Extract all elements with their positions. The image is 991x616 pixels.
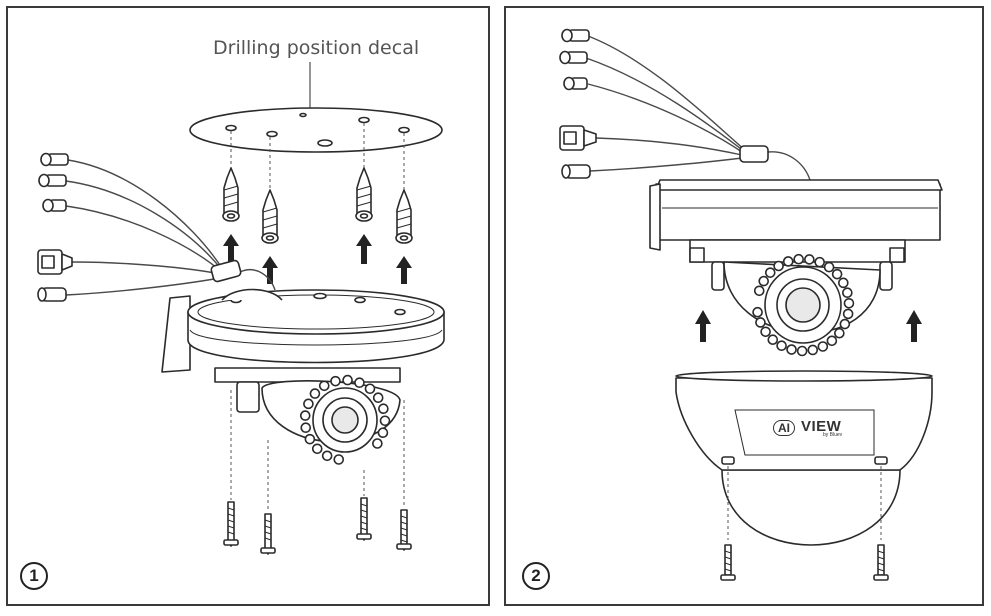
up-arrow-icon xyxy=(223,234,239,264)
ir-led xyxy=(760,326,771,338)
ir-led xyxy=(804,254,815,265)
ethernet-connector-icon xyxy=(559,125,597,151)
ir-led-ring xyxy=(299,374,391,465)
ir-led xyxy=(782,256,794,267)
step-2-badge: 2 xyxy=(522,562,550,590)
ir-led xyxy=(342,374,353,386)
up-arrow-icon xyxy=(396,256,412,284)
cable-grommet xyxy=(739,145,769,163)
camera-base xyxy=(649,179,943,344)
screw-guides xyxy=(230,390,405,512)
wall-anchor-icon xyxy=(222,167,240,222)
up-arrow-icon xyxy=(356,234,372,264)
ir-led xyxy=(309,388,321,399)
ir-led xyxy=(299,410,311,421)
ir-led xyxy=(354,377,365,389)
ir-led xyxy=(321,450,333,462)
bnc-connector-icon xyxy=(559,50,588,65)
cable-grommet xyxy=(210,259,242,283)
bnc-connector-icon xyxy=(40,152,69,167)
ir-led xyxy=(807,344,819,356)
ethernet-connector-icon xyxy=(37,249,73,275)
up-arrow-icon xyxy=(695,310,711,342)
ir-led xyxy=(843,297,855,309)
brand-logo-ai: AI xyxy=(773,420,795,436)
ir-led xyxy=(303,398,314,410)
ir-led xyxy=(838,277,849,289)
ir-led xyxy=(814,256,825,268)
up-arrow-icon xyxy=(906,310,922,342)
bnc-connector-icon xyxy=(563,76,588,91)
ir-led xyxy=(793,253,804,265)
screw-icon xyxy=(873,544,889,581)
ir-led xyxy=(764,267,776,278)
decal-holes xyxy=(225,112,410,147)
ir-led xyxy=(304,433,316,445)
ir-led xyxy=(300,422,312,434)
ir-led xyxy=(333,454,345,465)
camera-cables xyxy=(65,159,276,296)
brand-logo-view: VIEW xyxy=(801,418,842,435)
wall-anchor-icon xyxy=(395,189,413,244)
screw-icon xyxy=(223,501,239,547)
power-connector-icon xyxy=(561,164,591,179)
ir-led xyxy=(372,438,383,449)
step-1-badge: 1 xyxy=(20,562,48,590)
power-connector-icon xyxy=(37,287,67,302)
ir-led xyxy=(831,268,843,280)
camera-housing xyxy=(161,288,445,453)
bnc-connector-icon xyxy=(561,28,590,43)
drilling-decal-callout: Drilling position decal xyxy=(213,37,420,59)
dome-cover xyxy=(675,370,933,546)
screw-icon xyxy=(356,497,372,541)
ir-led xyxy=(753,285,765,297)
screw-guides xyxy=(727,466,882,540)
ir-led xyxy=(330,375,341,387)
ir-led xyxy=(372,392,384,404)
ir-led xyxy=(378,403,389,414)
ir-led xyxy=(823,261,835,273)
bnc-connector-icon xyxy=(42,198,67,213)
ir-led xyxy=(752,306,763,318)
screw-icon xyxy=(396,509,412,551)
ir-led xyxy=(318,380,330,392)
camera-cables xyxy=(585,35,811,181)
ir-led xyxy=(379,415,391,427)
ir-led xyxy=(842,287,853,299)
wall-anchor-icon xyxy=(355,167,373,222)
ir-led xyxy=(776,340,787,352)
ir-led xyxy=(758,275,770,287)
ir-led-ring xyxy=(752,253,855,357)
ir-led xyxy=(311,443,323,455)
screw-icon xyxy=(260,513,276,555)
ir-led xyxy=(755,317,766,328)
ir-led xyxy=(786,344,797,355)
ir-led xyxy=(773,260,784,272)
ir-led xyxy=(826,335,838,347)
up-arrow-icon xyxy=(262,256,278,284)
drilling-decal xyxy=(189,107,443,153)
ir-led xyxy=(817,341,829,352)
ir-led xyxy=(767,334,779,345)
ir-led xyxy=(796,345,808,357)
screw-icon xyxy=(720,544,736,581)
ir-led xyxy=(842,308,854,320)
brand-logo-by: by Bluev xyxy=(823,432,843,438)
ir-led xyxy=(377,427,389,439)
ir-led xyxy=(364,383,376,395)
wall-anchor-icon xyxy=(261,189,279,244)
ir-led xyxy=(839,318,851,330)
bnc-connector-icon xyxy=(38,173,67,188)
ir-led xyxy=(834,327,845,339)
